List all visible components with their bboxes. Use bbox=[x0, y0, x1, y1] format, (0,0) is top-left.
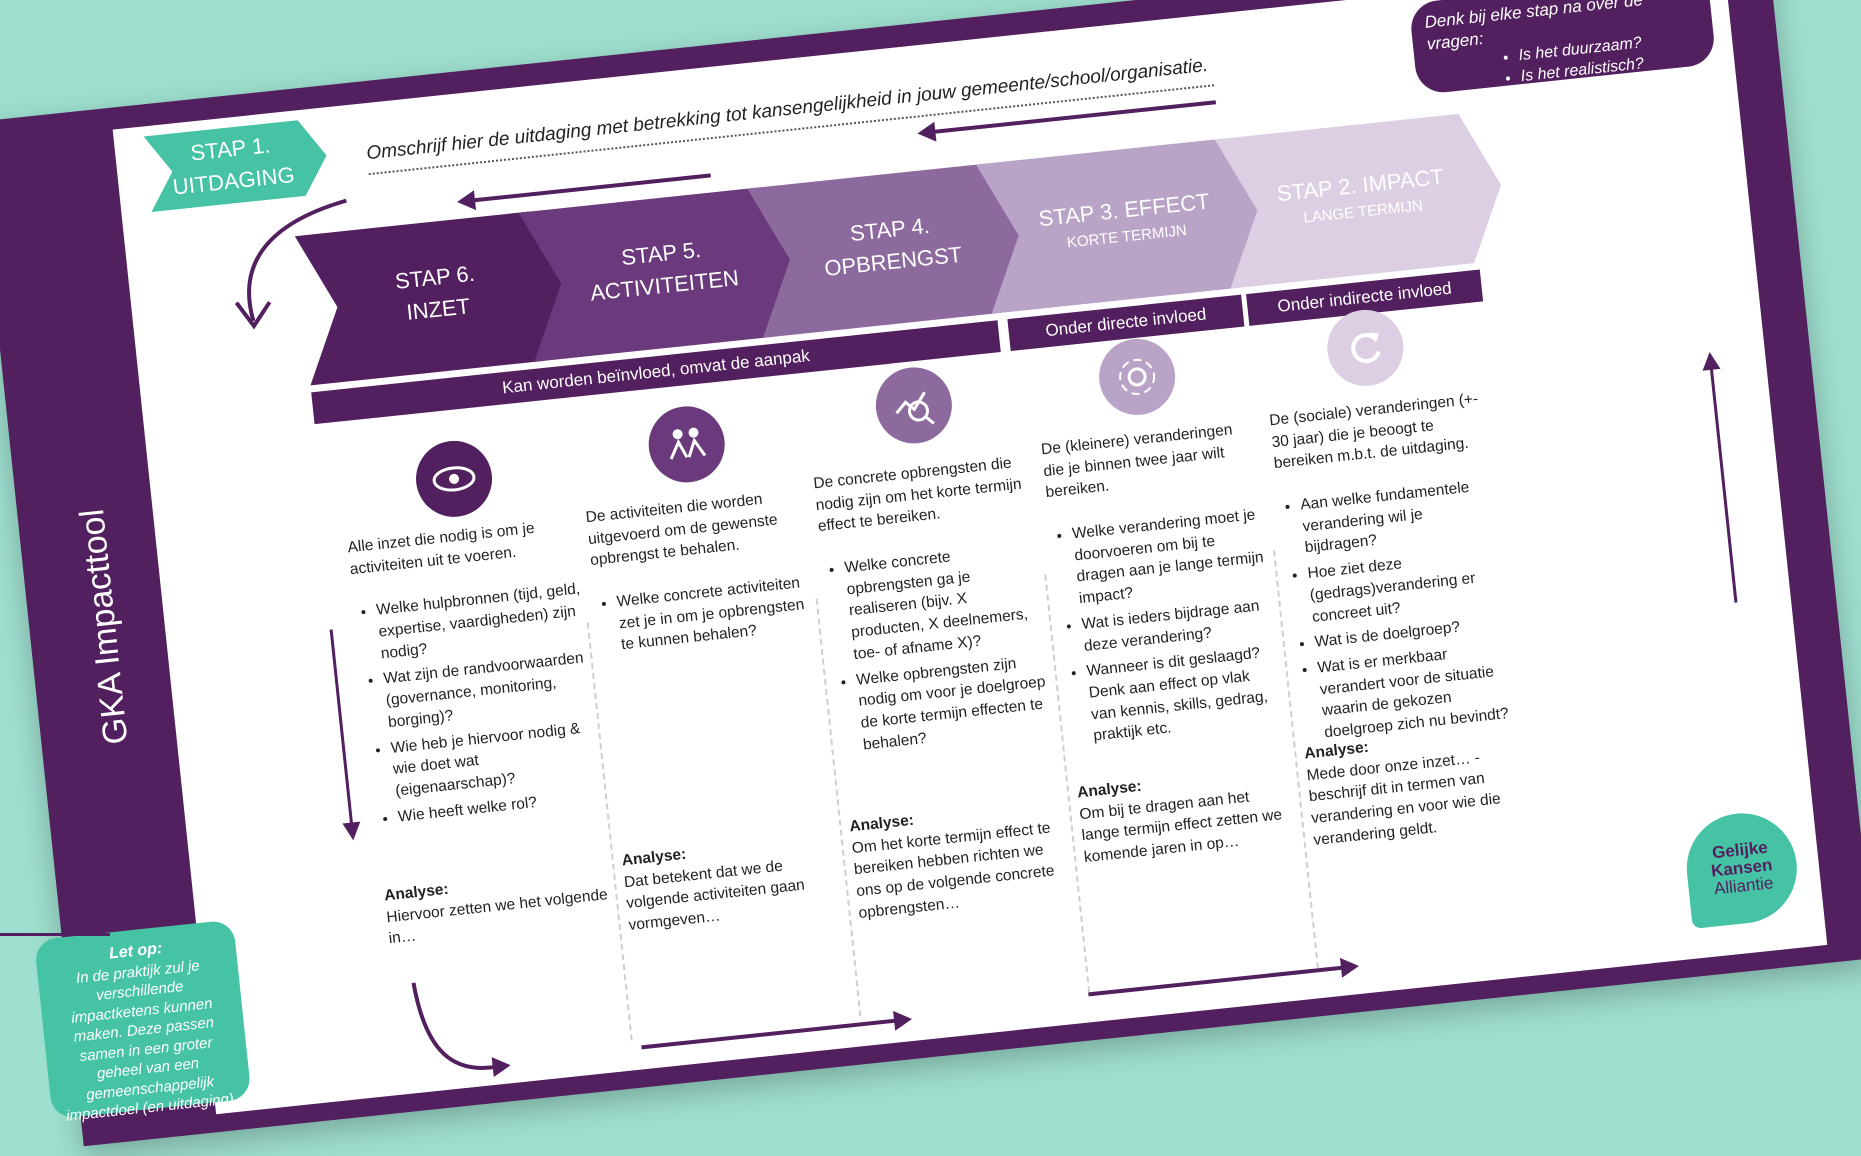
arrow-head bbox=[917, 121, 937, 142]
arrow-head bbox=[491, 1057, 511, 1078]
step-4-chevron bbox=[747, 163, 1029, 338]
people-icon-svg bbox=[669, 427, 707, 460]
step-6-chevron bbox=[294, 211, 572, 386]
question-list: Welke verandering moet je doorvoeren om … bbox=[1049, 504, 1281, 750]
step-5-chevron bbox=[518, 187, 800, 362]
let-op-note: Let op: In de praktijk zul je verschille… bbox=[33, 919, 252, 1125]
step-title: STAP 1. bbox=[189, 132, 272, 166]
arrow-line bbox=[927, 100, 1217, 135]
analysis-text[interactable]: Om het korte termijn effect te bereiken … bbox=[850, 819, 1056, 922]
step-sub: INZET bbox=[405, 293, 472, 325]
eye-icon bbox=[412, 437, 496, 521]
arrow-line bbox=[641, 1018, 901, 1050]
question-list: Welke hulpbronnen (tijd, geld, expertise… bbox=[353, 578, 606, 830]
logo-line: Alliantie bbox=[1713, 873, 1775, 899]
step-3-chevron bbox=[976, 138, 1268, 314]
curved-arrow bbox=[411, 982, 499, 1070]
step-title: STAP 5. bbox=[620, 236, 703, 271]
question-list: Aan welke fundamentele verandering wil j… bbox=[1277, 475, 1517, 747]
analysis-block: Analyse: Mede door onze inzet… - beschri… bbox=[1303, 721, 1528, 851]
analytics-icon-svg bbox=[895, 391, 935, 425]
question-item: Welke verandering moet je doorvoeren om … bbox=[1071, 504, 1267, 610]
analytics-icon bbox=[872, 363, 956, 448]
arrow-line bbox=[466, 173, 711, 204]
analysis-block: Analyse: Dat betekent dat we de volgende… bbox=[621, 829, 839, 937]
up-arrow-line bbox=[1709, 363, 1738, 603]
question-item: Welke opbrengsten zijn nodig om voor je … bbox=[855, 650, 1051, 756]
analysis-text[interactable]: Dat betekent dat we de volgende activite… bbox=[623, 857, 806, 935]
question-list: Welke concrete opbrengsten ga je realise… bbox=[822, 538, 1052, 758]
people-icon bbox=[644, 402, 729, 487]
curved-arrow bbox=[247, 198, 347, 322]
down-arrow-line bbox=[329, 629, 354, 829]
analysis-text[interactable]: Mede door onze inzet… - beschrijf dit in… bbox=[1305, 748, 1502, 849]
analysis-block: Analyse: Om het korte termijn effect te … bbox=[848, 795, 1068, 925]
tool-title: GKA Impacttool bbox=[72, 506, 136, 746]
refresh-icon bbox=[1323, 306, 1408, 390]
arrow-head bbox=[893, 1010, 912, 1031]
eye-icon-svg bbox=[432, 466, 476, 492]
question-item: Welke concrete activiteiten zet je in om… bbox=[616, 572, 810, 656]
impact-panel: Denk bij elke stap na over de vragen: Is… bbox=[112, 0, 1828, 1115]
note-text: In de praktijk zul je verschillende impa… bbox=[65, 956, 239, 1126]
arrow-head bbox=[1339, 957, 1359, 978]
decorative-line bbox=[0, 933, 110, 936]
arrow-head bbox=[342, 821, 361, 841]
question-item: Welke concrete opbrengsten ga je realise… bbox=[843, 538, 1041, 665]
arrow-head bbox=[457, 190, 477, 211]
arrow-head bbox=[1702, 351, 1721, 371]
step-1-chevron bbox=[143, 120, 327, 213]
arrow-line bbox=[1088, 965, 1348, 997]
question-item: Wanneer is dit geslaagd? Denk aan effect… bbox=[1086, 641, 1282, 747]
hands-gear-icon-svg bbox=[1119, 358, 1156, 395]
step-title: STAP 6. bbox=[393, 260, 476, 294]
hands-gear-icon bbox=[1095, 335, 1179, 419]
analysis-block: Analyse: Om bij te dragen aan het lange … bbox=[1076, 761, 1294, 869]
arrow-head bbox=[234, 301, 272, 330]
step-2-chevron bbox=[1214, 113, 1502, 289]
flow-diagram bbox=[143, 100, 1738, 1078]
question-list: Welke concrete activiteiten zet je in om… bbox=[594, 572, 810, 659]
refresh-icon-svg bbox=[1351, 332, 1381, 364]
analysis-block: Analyse: Hiervoor zetten we het volgende… bbox=[383, 861, 619, 950]
step-title: STAP 4. bbox=[848, 212, 931, 247]
